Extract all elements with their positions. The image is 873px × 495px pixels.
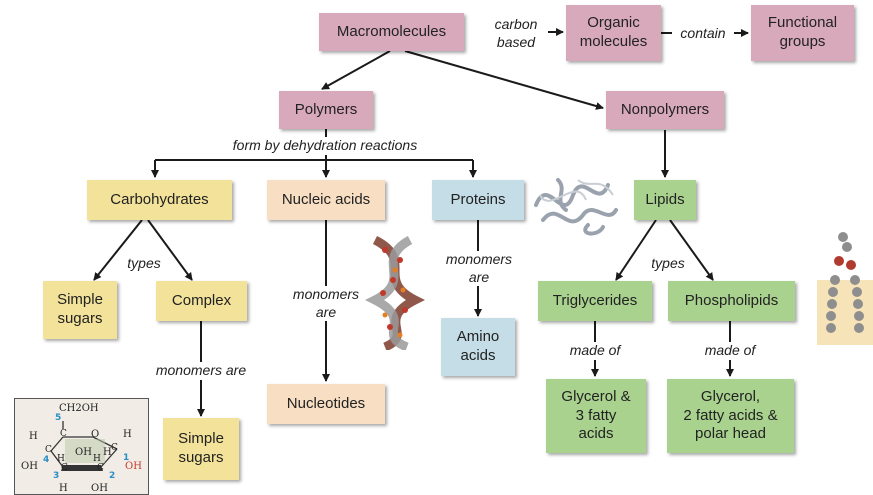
label-num-4: 4 [43,455,50,465]
arrow-lipids-trig [615,219,657,281]
label-h-c2: H [93,454,101,464]
amino-acids-box: Amino acids [441,318,515,376]
label-o-ring: O [91,429,100,440]
arrow-lipids-phospho [669,219,714,281]
simple-sugars-box-1: Simple sugars [43,281,117,339]
label-made-of-2: made of [695,342,765,360]
complex-box: Complex [156,281,247,321]
label-form-by-dehydration: form by dehydration reactions [210,137,440,155]
label-num-3: 3 [53,471,60,481]
polymers-box: Polymers [279,91,373,129]
label-h-left: H [29,431,38,442]
proteins-box: Proteins [432,180,524,220]
label-c3: C [61,463,68,473]
label-h-c1: H [103,447,112,458]
label-h-bottom: H [59,483,68,494]
glucose-structure-image: CH2OH H O H H OH H OH OH H OH H C C C C … [14,398,149,495]
label-num-5: 5 [55,413,62,423]
glycerol-fatty-acids-box: Glycerol & 3 fatty acids [546,379,646,453]
label-h-right: H [123,429,132,440]
arrow-carb-simple [93,219,143,281]
macromolecules-box: Macromolecules [319,13,464,51]
label-num-2: 2 [109,471,116,481]
nonpolymers-box: Nonpolymers [606,91,724,129]
label-monomers-are-nucleic: monomers are [283,286,369,321]
label-c1: C [111,443,118,453]
nucleic-acids-box: Nucleic acids [267,180,385,220]
label-carbon-based: carbon based [484,16,548,51]
phospholipids-box: Phospholipids [668,281,795,321]
arrow-carb-complex [147,219,193,281]
label-num-1: 1 [123,453,130,463]
glycerol-polar-head-box: Glycerol, 2 fatty acids & polar head [667,379,794,453]
functional-groups-box: Functional groups [751,5,854,61]
label-oh-bottom: OH [91,483,108,494]
label-monomers-are-protein: monomers are [436,251,522,286]
lipids-box: Lipids [634,180,696,220]
label-c5: C [60,429,67,439]
protein-ribbon-image [534,178,618,236]
arrow-macro-polymers [321,50,391,90]
label-monomers-are-complex: monomers are [144,362,258,380]
label-c4: C [45,445,52,455]
triglycerides-box: Triglycerides [538,281,652,321]
arrow-macro-nonpolymers [404,50,604,110]
label-types-lipid: types [644,255,692,273]
carbohydrates-box: Carbohydrates [87,180,232,220]
label-contain: contain [672,25,734,43]
label-made-of-1: made of [560,342,630,360]
dna-helix-image [365,235,425,350]
label-c2: C [97,463,104,473]
phospholipid-image [817,225,873,345]
label-oh-red: OH [125,461,142,472]
label-h-c4: H [57,454,65,464]
nucleotides-box: Nucleotides [267,384,385,424]
label-oh-c4: OH [75,447,92,458]
simple-sugars-box-2: Simple sugars [163,418,239,480]
label-ch2oh: CH2OH [59,403,99,414]
organic-molecules-box: Organic molecules [566,5,661,61]
label-oh-left: OH [21,461,38,472]
label-types-carb: types [121,255,167,273]
